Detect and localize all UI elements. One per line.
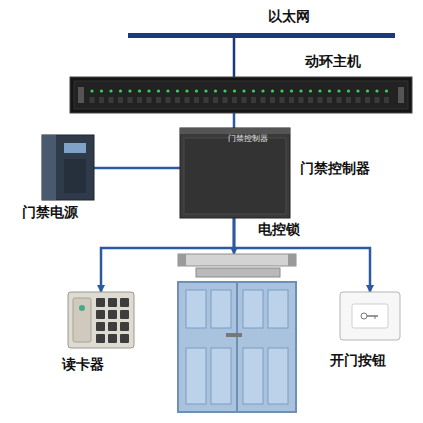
rack-art: [70, 77, 412, 113]
device-label: 门禁电源: [22, 204, 78, 221]
wire: [233, 113, 236, 128]
device-label: 门禁控制器: [300, 160, 370, 177]
access-controller: 门禁控制器门禁控制器: [180, 128, 290, 218]
button-art: [340, 292, 400, 340]
exit-button: 开门按钮: [340, 292, 400, 340]
door: [178, 282, 296, 412]
card-reader: 读卡器: [68, 292, 134, 348]
device-label: 开门按钮: [330, 352, 386, 369]
ethernet-bus: 以太网: [128, 33, 395, 38]
electric-lock: 电控锁: [178, 254, 296, 266]
wire: [94, 167, 180, 170]
device-label: 以太网: [268, 8, 310, 25]
wire: [233, 38, 236, 77]
power-art: [42, 135, 94, 200]
device-label: 电控锁: [258, 221, 300, 238]
ring-host: 动环主机: [70, 77, 412, 113]
lock-art: [178, 254, 296, 266]
lock-plate: [196, 268, 280, 277]
device-face-label: 门禁控制器: [228, 134, 268, 144]
access-power: 门禁电源: [42, 135, 94, 200]
reader-art: [68, 292, 134, 348]
device-label: 动环主机: [305, 53, 361, 70]
device-label: 读卡器: [62, 356, 104, 373]
